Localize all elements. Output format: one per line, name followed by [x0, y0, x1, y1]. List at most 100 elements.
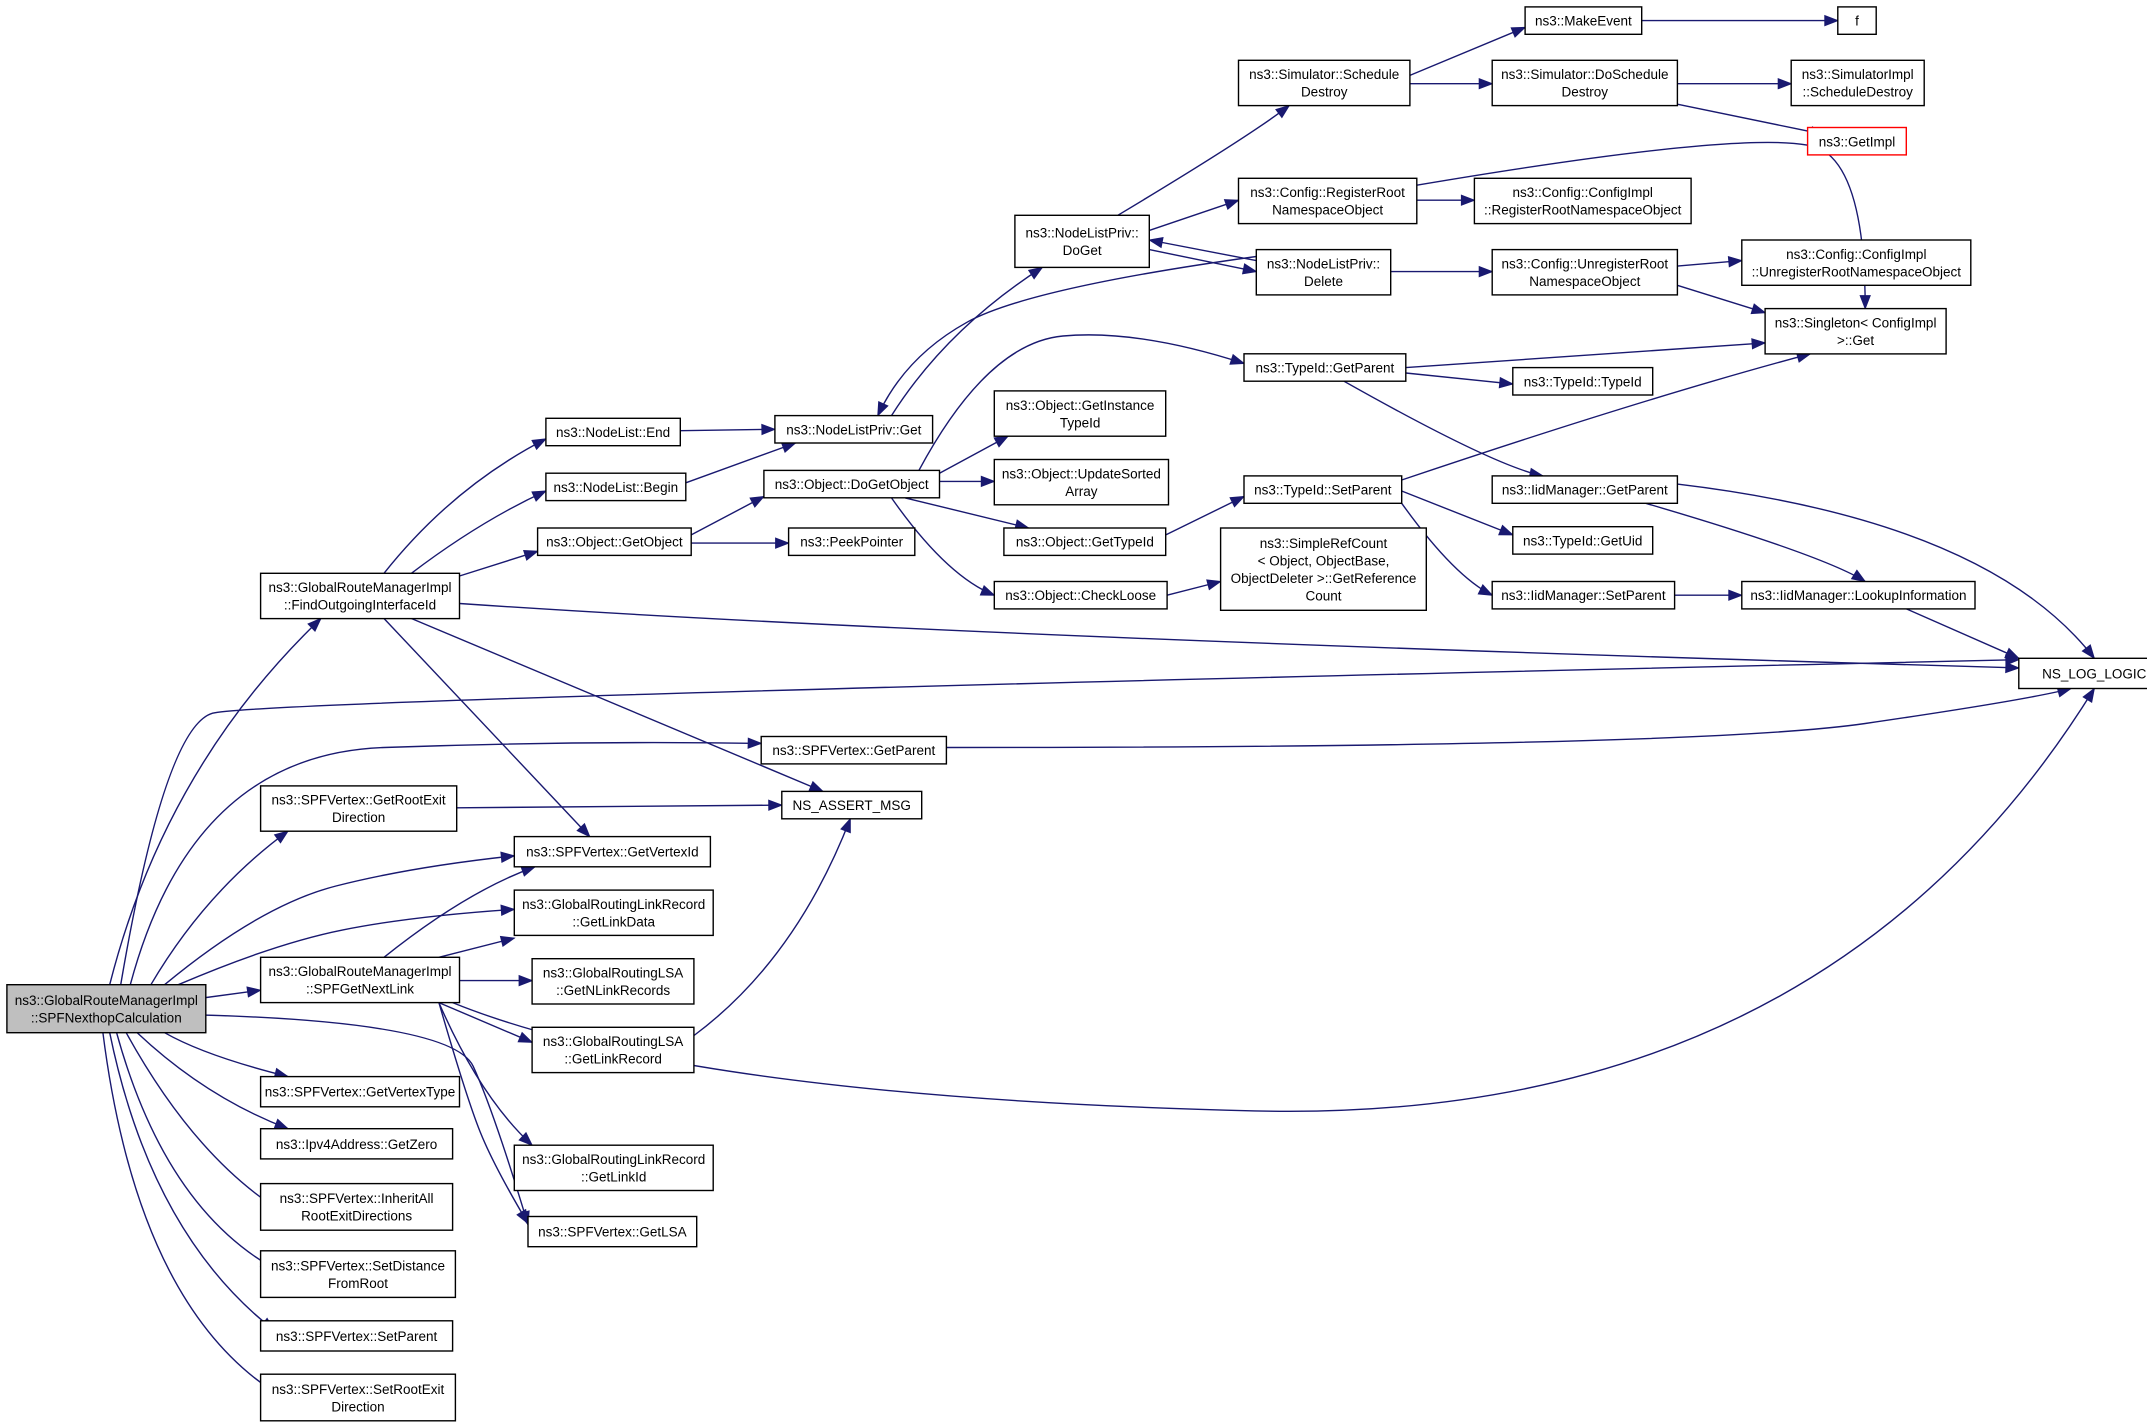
node-box[interactable]	[531, 958, 695, 1005]
node-box[interactable]	[1237, 59, 1411, 107]
node-tgp[interactable]: ns3::TypeId::GetParent	[1243, 353, 1407, 382]
node-box[interactable]	[536, 527, 692, 557]
node-sp[interactable]: ns3::SPFVertex::SetParent	[259, 1320, 454, 1352]
node-box[interactable]	[527, 1215, 698, 1248]
node-gpar[interactable]: ns3::SPFVertex::GetParent	[760, 735, 948, 765]
node-box[interactable]	[1512, 366, 1654, 396]
node-box[interactable]	[259, 1182, 454, 1231]
node-box[interactable]	[1524, 6, 1643, 35]
node-ttid[interactable]: ns3::TypeId::TypeId	[1512, 366, 1654, 396]
node-glrli[interactable]: ns3::GlobalRoutingLinkRecord::GetLinkId	[513, 1144, 714, 1192]
node-crno[interactable]: ns3::Config::RegisterRootNamespaceObject	[1237, 177, 1418, 225]
node-f[interactable]: f	[1837, 6, 1877, 35]
node-fo[interactable]: ns3::GlobalRouteManagerImpl::FindOutgoin…	[259, 572, 461, 620]
node-box[interactable]	[774, 414, 934, 444]
node-box[interactable]	[760, 735, 948, 765]
node-box[interactable]	[259, 1127, 454, 1160]
node-nll[interactable]: NS_LOG_LOGIC	[2018, 657, 2147, 690]
node-gvt[interactable]: ns3::SPFVertex::GetVertexType	[259, 1075, 461, 1108]
node-box[interactable]	[1473, 177, 1692, 225]
node-gimpl[interactable]: ns3::GetImpl	[1806, 126, 1907, 156]
node-box[interactable]	[1764, 307, 1947, 355]
node-nlb[interactable]: ns3::NodeList::Begin	[545, 472, 687, 502]
node-box[interactable]	[763, 469, 941, 499]
node-box[interactable]	[1243, 475, 1403, 504]
node-box[interactable]	[787, 527, 916, 557]
node-sing[interactable]: ns3::Singleton< ConfigImpl>::Get	[1764, 307, 1947, 355]
node-ocl[interactable]: ns3::Object::CheckLoose	[993, 580, 1168, 610]
node-src[interactable]: ns3::SimpleRefCount< Object, ObjectBase,…	[1219, 527, 1427, 612]
node-ipz[interactable]: ns3::Ipv4Address::GetZero	[259, 1127, 454, 1160]
node-box[interactable]	[1837, 6, 1877, 35]
node-glr[interactable]: ns3::GlobalRoutingLSA::GetLinkRecord	[531, 1026, 695, 1074]
node-box[interactable]	[781, 790, 923, 820]
node-ogti[interactable]: ns3::Object::GetTypeId	[1003, 527, 1167, 557]
node-box[interactable]	[993, 458, 1170, 506]
node-box[interactable]	[1219, 527, 1427, 612]
node-nle[interactable]: ns3::NodeList::End	[545, 417, 682, 447]
node-box[interactable]	[1491, 475, 1679, 504]
node-box[interactable]	[1243, 353, 1407, 382]
node-curno[interactable]: ns3::Config::UnregisterRootNamespaceObje…	[1491, 248, 1679, 296]
node-nlpdg[interactable]: ns3::NodeListPriv::DoGet	[1014, 214, 1151, 269]
node-box[interactable]	[513, 889, 714, 937]
node-box[interactable]	[545, 417, 682, 447]
node-box[interactable]	[259, 1075, 461, 1108]
node-odgo[interactable]: ns3::Object::DoGetObject	[763, 469, 941, 499]
node-box[interactable]	[6, 984, 207, 1034]
node-cirno[interactable]: ns3::Config::ConfigImpl::RegisterRootNam…	[1473, 177, 1692, 225]
node-box[interactable]	[259, 1250, 457, 1299]
node-me[interactable]: ns3::MakeEvent	[1524, 6, 1643, 35]
node-box[interactable]	[1003, 527, 1167, 557]
node-ciurno[interactable]: ns3::Config::ConfigImpl::UnregisterRootN…	[1741, 239, 1972, 286]
node-ssd[interactable]: ns3::Simulator::ScheduleDestroy	[1237, 59, 1411, 107]
node-box[interactable]	[1512, 526, 1654, 555]
node-box[interactable]	[2018, 657, 2147, 690]
node-box[interactable]	[259, 956, 461, 1004]
node-box[interactable]	[993, 390, 1167, 437]
node-nlpg[interactable]: ns3::NodeListPriv::Get	[774, 414, 934, 444]
node-gnlr[interactable]: ns3::GlobalRoutingLSA::GetNLinkRecords	[531, 958, 695, 1005]
node-box[interactable]	[1491, 580, 1676, 610]
node-pp[interactable]: ns3::PeekPointer	[787, 527, 916, 557]
node-box[interactable]	[1741, 239, 1972, 286]
node-glsa[interactable]: ns3::SPFVertex::GetLSA	[527, 1215, 698, 1248]
node-box[interactable]	[1806, 126, 1907, 156]
node-box[interactable]	[1491, 59, 1679, 107]
node-assert[interactable]: NS_ASSERT_MSG	[781, 790, 923, 820]
node-box[interactable]	[259, 1320, 454, 1352]
node-box[interactable]	[513, 835, 712, 868]
node-imli[interactable]: ns3::IidManager::LookupInformation	[1741, 580, 1976, 610]
node-tgu[interactable]: ns3::TypeId::GetUid	[1512, 526, 1654, 555]
node-box[interactable]	[1790, 59, 1925, 107]
node-root[interactable]: ns3::GlobalRouteManagerImpl::SPFNexthopC…	[6, 984, 207, 1034]
node-box[interactable]	[1491, 248, 1679, 296]
node-box[interactable]	[1255, 248, 1392, 296]
node-tsp[interactable]: ns3::TypeId::SetParent	[1243, 475, 1403, 504]
node-imsp[interactable]: ns3::IidManager::SetParent	[1491, 580, 1676, 610]
node-box[interactable]	[513, 1144, 714, 1192]
node-inh[interactable]: ns3::SPFVertex::InheritAllRootExitDirect…	[259, 1182, 454, 1231]
node-box[interactable]	[545, 472, 687, 502]
node-sgnl[interactable]: ns3::GlobalRouteManagerImpl::SPFGetNextL…	[259, 956, 461, 1004]
node-box[interactable]	[1741, 580, 1976, 610]
node-box[interactable]	[259, 572, 461, 620]
node-box[interactable]	[993, 580, 1168, 610]
node-box[interactable]	[1237, 177, 1418, 225]
node-box[interactable]	[259, 1373, 457, 1422]
node-box[interactable]	[531, 1026, 695, 1074]
node-box[interactable]	[1014, 214, 1151, 269]
node-sisd[interactable]: ns3::SimulatorImpl::ScheduleDestroy	[1790, 59, 1925, 107]
node-gvid[interactable]: ns3::SPFVertex::GetVertexId	[513, 835, 712, 868]
node-glrld[interactable]: ns3::GlobalRoutingLinkRecord::GetLinkDat…	[513, 889, 714, 937]
node-ogo[interactable]: ns3::Object::GetObject	[536, 527, 692, 557]
node-nlpd[interactable]: ns3::NodeListPriv::Delete	[1255, 248, 1392, 296]
node-imgp[interactable]: ns3::IidManager::GetParent	[1491, 475, 1679, 504]
node-box[interactable]	[259, 785, 458, 832]
